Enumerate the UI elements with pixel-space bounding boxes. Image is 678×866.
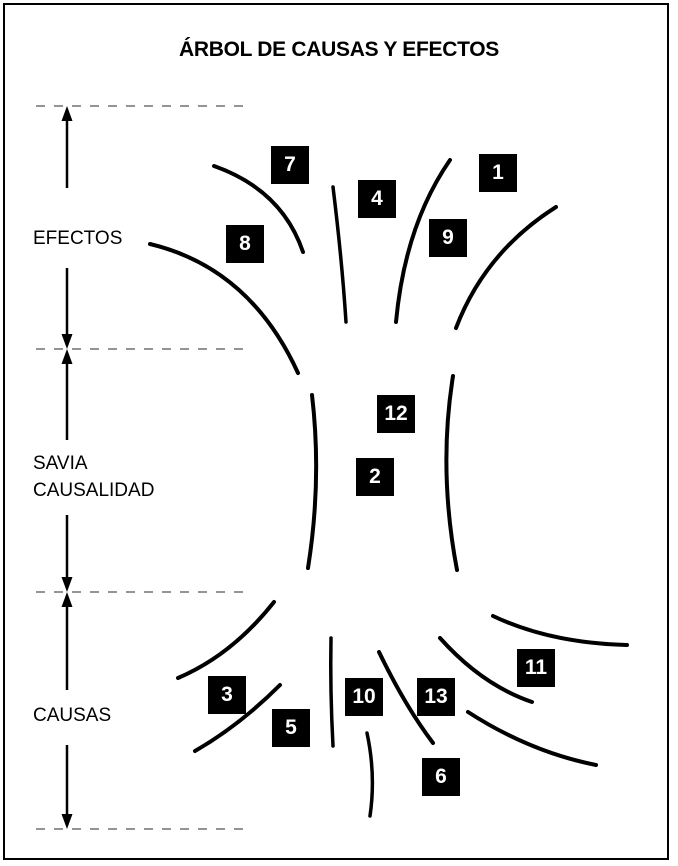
diagram-title: ÁRBOL DE CAUSAS Y EFECTOS <box>178 38 499 61</box>
root-stroke <box>438 636 534 704</box>
root-stroke <box>365 731 375 818</box>
number-box-9: 9 <box>429 219 467 257</box>
root-stroke <box>377 650 435 745</box>
number-box-1: 1 <box>479 154 517 192</box>
root-stroke <box>329 636 335 748</box>
branch-stroke <box>212 164 305 254</box>
root-stroke <box>466 710 598 767</box>
trunk-right <box>444 374 459 572</box>
number-box-4: 4 <box>358 180 396 218</box>
trunk-left <box>306 393 319 570</box>
root-stroke <box>176 600 276 680</box>
number-box-6: 6 <box>422 758 460 796</box>
number-box-13: 13 <box>417 678 455 716</box>
arrowhead-up-icon <box>61 592 73 607</box>
root-stroke <box>193 683 282 753</box>
arrowhead-down-icon <box>61 814 73 829</box>
arrowhead-up-icon <box>61 106 73 121</box>
arrowhead-up-icon <box>61 349 73 364</box>
branch-stroke <box>148 242 300 375</box>
number-box-5: 5 <box>272 709 310 747</box>
arrowhead-down-icon <box>61 334 73 349</box>
root-stroke <box>491 614 629 647</box>
number-box-11: 11 <box>517 649 555 687</box>
number-box-3: 3 <box>208 676 246 714</box>
number-box-12: 12 <box>377 395 415 433</box>
diagram-frame <box>3 3 669 860</box>
label-causalidad: CAUSALIDAD <box>33 480 155 501</box>
branch-stroke <box>394 158 452 324</box>
number-box-2: 2 <box>356 458 394 496</box>
label-efectos: EFECTOS <box>33 228 123 249</box>
label-causas: CAUSAS <box>33 705 112 726</box>
branch-stroke <box>454 205 558 330</box>
arrowhead-down-icon <box>61 577 73 592</box>
number-box-8: 8 <box>226 225 264 263</box>
number-box-7: 7 <box>271 146 309 184</box>
label-savia: SAVIA <box>33 453 88 474</box>
branch-stroke <box>331 185 348 324</box>
number-box-10: 10 <box>345 678 383 716</box>
